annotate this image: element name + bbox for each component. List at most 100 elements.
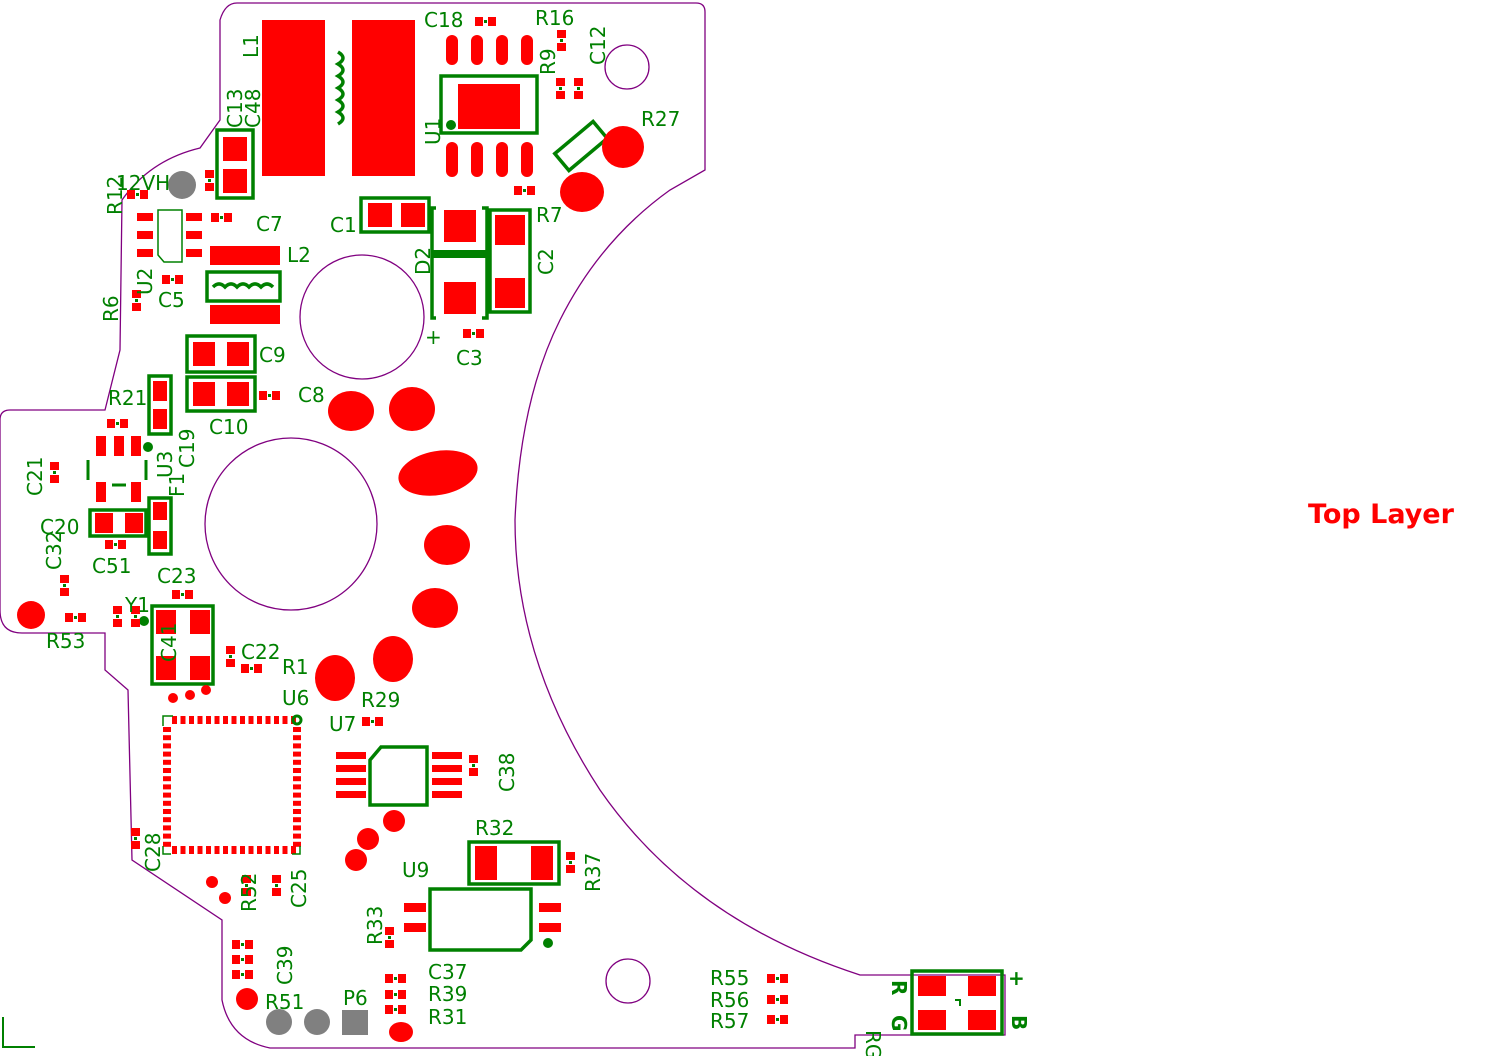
smd-pad	[136, 193, 139, 196]
smd-pad	[780, 974, 788, 983]
designator-c20: C20	[40, 515, 79, 539]
smd-pad	[559, 87, 562, 90]
designator-r52: R52	[237, 873, 261, 912]
smd-pad	[135, 299, 138, 302]
smd-pad	[469, 768, 478, 776]
resistor-R21	[147, 374, 173, 436]
ic-U2	[137, 209, 202, 263]
designator-c3: C3	[456, 346, 483, 370]
inductor-L2	[205, 246, 282, 324]
designator-r51: R51	[265, 990, 304, 1014]
smd-pad	[780, 1015, 788, 1024]
designator-c10: C10	[209, 415, 248, 439]
smd-pad	[577, 87, 580, 90]
designator-r29: R29	[361, 688, 400, 712]
designator-c7: C7	[256, 212, 283, 236]
smd-pad	[107, 419, 115, 428]
designator-u9: U9	[402, 858, 429, 882]
smd-pad	[114, 543, 117, 546]
smd-pad	[275, 884, 278, 887]
designator-c51: C51	[92, 554, 131, 578]
designator-c2: C2	[534, 248, 558, 275]
led-RGB1	[910, 969, 1004, 1036]
smd-pad	[472, 764, 475, 767]
capacitor-C20	[88, 508, 148, 538]
smd-pad	[63, 584, 66, 587]
smd-pad	[556, 78, 565, 86]
smd-pad	[113, 619, 122, 627]
designator-c48: C48	[241, 89, 265, 128]
designator-rgb1: RGB1	[861, 1030, 885, 1056]
smd-pad	[398, 974, 406, 983]
smd-pad	[131, 606, 140, 614]
rgb-pin-label-r: R	[887, 980, 911, 995]
designator-r32: R32	[475, 816, 514, 840]
small-round-pads	[168, 685, 413, 1042]
layer-label: Top Layer	[1308, 499, 1455, 530]
capacitor-C13	[215, 128, 255, 200]
smd-pad	[560, 39, 563, 42]
ic-U9	[404, 887, 561, 952]
test-points	[168, 171, 368, 1035]
rgb-pin-label-g: G	[887, 1015, 911, 1031]
smd-pad	[132, 303, 141, 311]
designator-u1: U1	[421, 118, 445, 145]
smd-pad	[385, 1005, 393, 1014]
designator-u2: U2	[133, 268, 157, 295]
smd-pad	[268, 394, 271, 397]
smd-pad	[241, 943, 244, 946]
smd-pad	[472, 332, 475, 335]
smd-pad	[476, 329, 484, 338]
smd-pad	[116, 615, 119, 618]
smd-pad	[484, 20, 487, 23]
smd-pad	[105, 540, 113, 549]
designator-c12: C12	[586, 26, 610, 65]
designator-c25: C25	[287, 869, 311, 908]
smd-pad	[527, 186, 535, 195]
smd-pad	[211, 213, 219, 222]
designator-r16: R16	[535, 6, 574, 30]
smd-pad	[250, 667, 253, 670]
smd-pad	[398, 1005, 406, 1014]
smd-pad	[53, 471, 56, 474]
smd-pad	[241, 958, 244, 961]
designator-r21: R21	[108, 386, 147, 410]
designator-f1: F1	[165, 473, 189, 497]
smd-pad	[232, 940, 240, 949]
smd-pad	[767, 1015, 775, 1024]
smd-pad	[134, 615, 137, 618]
smd-pad	[566, 865, 575, 873]
designator-c41: C41	[157, 623, 181, 662]
smd-pad	[385, 940, 394, 948]
smd-pad	[131, 828, 140, 836]
designator-r33: R33	[363, 906, 387, 945]
cutout-center	[204, 437, 378, 611]
board-corner-mark	[2, 1017, 35, 1048]
designator-r55: R55	[710, 966, 749, 990]
designator-c22: C22	[241, 640, 280, 664]
smd-pad	[557, 43, 566, 51]
designator-r31: R31	[428, 1005, 467, 1029]
smd-pad	[175, 275, 183, 284]
capacitor-C2	[488, 208, 532, 314]
crystal-Y1	[139, 604, 215, 686]
mounting-hole-bottom	[605, 958, 651, 1004]
smd-pad	[113, 606, 122, 614]
designator-y1: Y1	[124, 593, 150, 617]
smd-pad	[229, 655, 232, 658]
designator-c19: C19	[175, 429, 199, 468]
designator-u6: U6	[282, 686, 309, 710]
fuse-F1	[147, 496, 173, 556]
smd-pad	[120, 419, 128, 428]
smd-pad	[569, 861, 572, 864]
capacitor-C9	[185, 334, 257, 374]
smd-pad	[557, 30, 566, 38]
smd-pad	[127, 190, 135, 199]
inductor-L1	[262, 20, 415, 176]
smd-pad	[463, 329, 471, 338]
smd-pad	[776, 998, 779, 1001]
designator-u3: U3	[153, 451, 177, 478]
smd-pad	[272, 875, 281, 883]
designator-r57: R57	[710, 1009, 749, 1033]
